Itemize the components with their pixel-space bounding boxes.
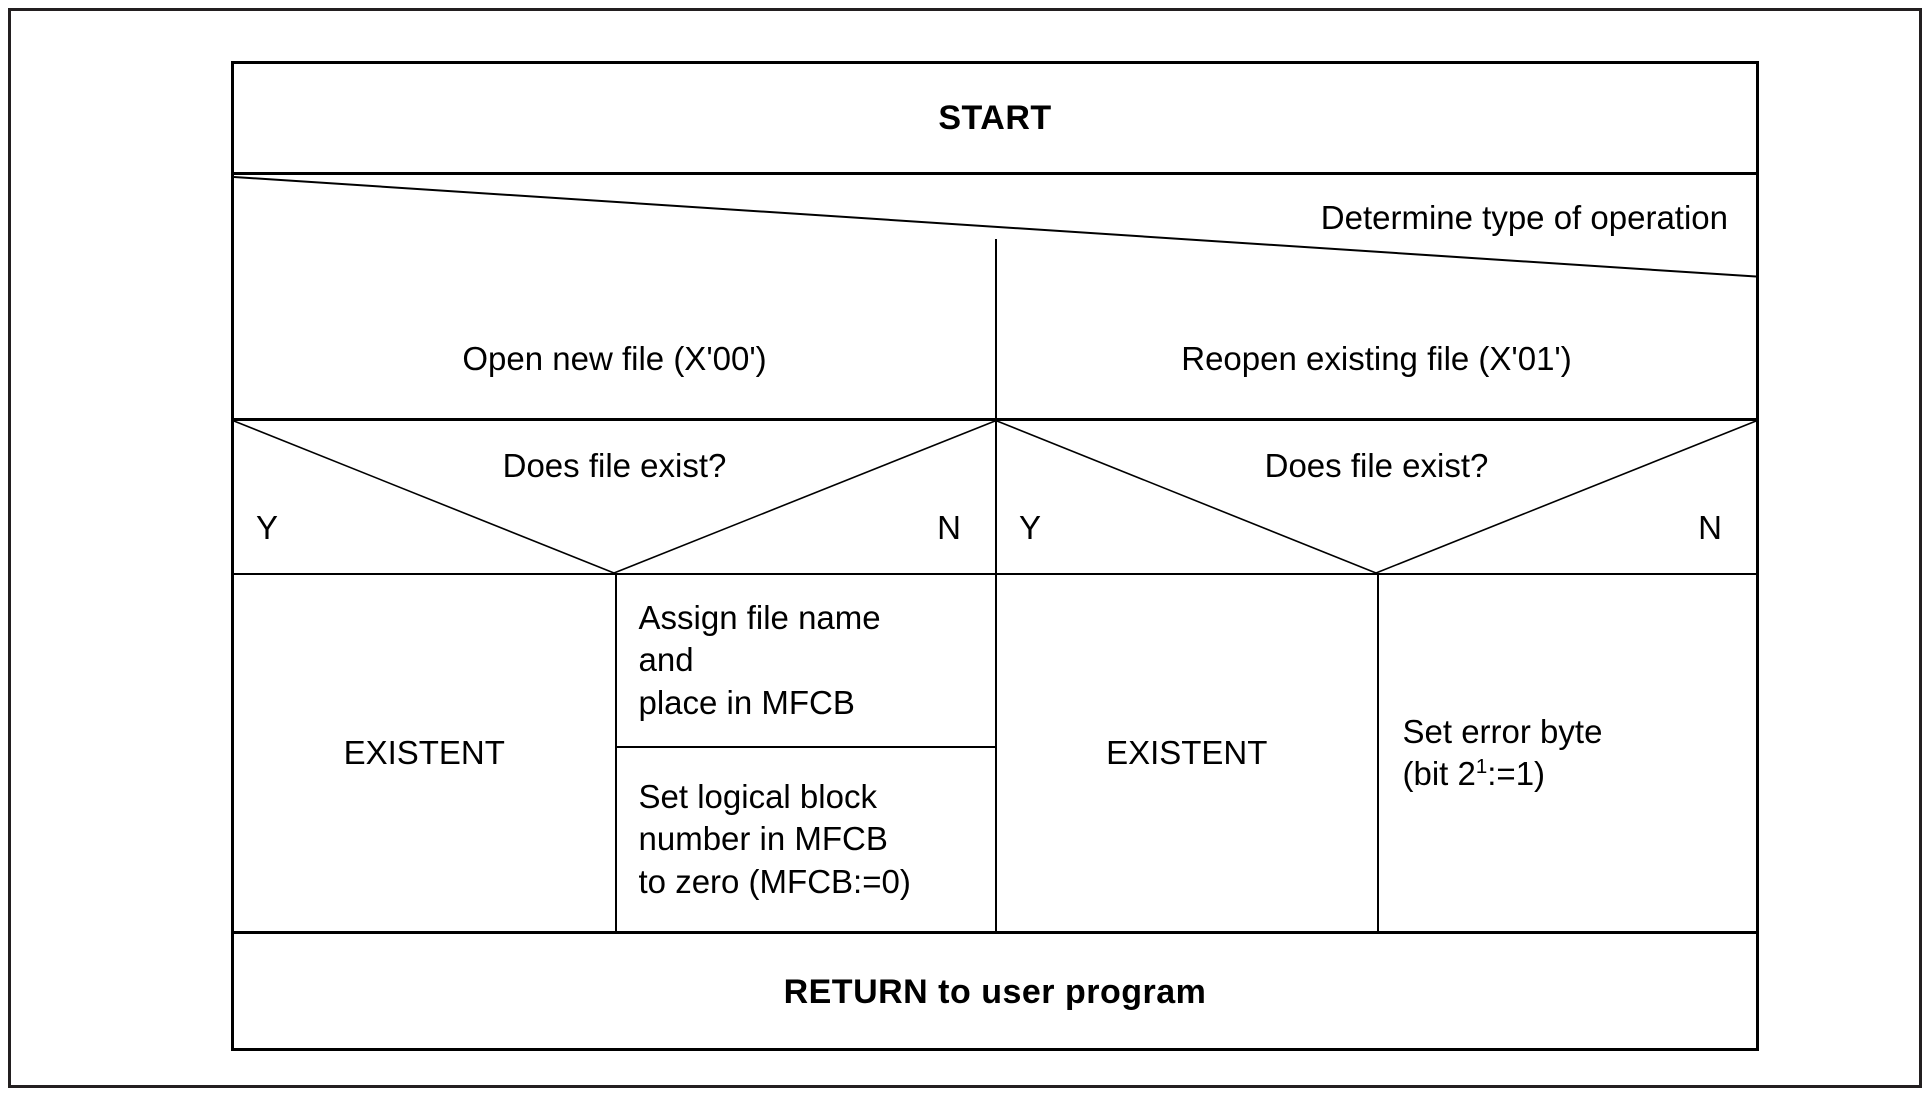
action-setblock-line-2: number in MFCB (638, 820, 888, 858)
decision-left-v-lines (234, 421, 995, 573)
start-row: START (234, 64, 1756, 172)
action-assign-line-3: place in MFCB (638, 683, 855, 721)
action-error-line-2: (bit 21:=1) (1403, 753, 1546, 795)
action-left-mfcb-stack: Assign file name and place in MFCB Set l… (614, 575, 996, 931)
decision-right-no-label: N (1698, 509, 1722, 546)
action-error-line-2-pre: (bit 2 (1402, 755, 1476, 792)
actions-row: EXISTENT Assign file name and place in M… (234, 573, 1756, 931)
action-assign-file-name: Assign file name and place in MFCB (617, 575, 996, 746)
decision-reopen-existing-file: Does file exist? Y N (995, 421, 1756, 573)
action-setblock-line-1: Set logical block (638, 778, 877, 816)
action-left-existent: EXISTENT (234, 575, 615, 931)
page-border: START Determine type of operation Open n… (8, 8, 1922, 1088)
decision-right-yes-label: Y (1019, 509, 1042, 546)
branch-open-new-file-label: Open new file (X'00') (462, 340, 767, 377)
action-error-line-2-post: :=1) (1487, 755, 1546, 792)
return-row: RETURN to user program (234, 931, 1756, 1051)
action-assign-line-2: and (638, 641, 694, 679)
action-left-existent-label: EXISTENT (343, 733, 505, 771)
determine-center-divider (995, 239, 997, 300)
decision-left-no-label: N (937, 509, 961, 546)
action-right-existent: EXISTENT (997, 575, 1377, 931)
decision-right-question: Does file exist? (1264, 447, 1489, 484)
action-error-superscript: 1 (1475, 755, 1488, 778)
action-set-error-byte: Set error byte (bit 21:=1) (1376, 575, 1757, 931)
decision-left-question: Does file exist? (502, 447, 727, 484)
operation-branches-row: Open new file (X'00') Reopen existing fi… (234, 300, 1756, 418)
determine-diagonal-line (234, 175, 1756, 300)
action-error-line-1: Set error byte (1402, 712, 1603, 750)
branch-open-new-file: Open new file (X'00') (234, 300, 995, 418)
actions-right-half: EXISTENT Set error byte (bit 21:=1) (995, 575, 1756, 931)
actions-left-half: EXISTENT Assign file name and place in M… (234, 575, 995, 931)
decision-row: Does file exist? Y N Does file exist? Y … (234, 418, 1756, 573)
action-set-logical-block-number: Set logical block number in MFCB to zero… (616, 745, 995, 931)
decision-open-new-file: Does file exist? Y N (234, 421, 995, 573)
decision-right-v-lines (997, 421, 1756, 573)
return-label: RETURN to user program (783, 973, 1207, 1011)
determine-operation-label: Determine type of operation (1320, 199, 1728, 236)
decision-left-yes-label: Y (256, 509, 279, 546)
branch-reopen-existing-file-label: Reopen existing file (X'01') (1181, 340, 1572, 377)
start-label: START (938, 98, 1052, 137)
action-right-existent-label: EXISTENT (1106, 733, 1268, 771)
determine-operation-row: Determine type of operation (234, 172, 1756, 300)
structogram-diagram: START Determine type of operation Open n… (231, 61, 1759, 1051)
action-setblock-line-3: to zero (MFCB:=0) (638, 862, 911, 900)
branch-reopen-existing-file: Reopen existing file (X'01') (995, 300, 1756, 418)
action-assign-line-1: Assign file name (638, 599, 881, 637)
